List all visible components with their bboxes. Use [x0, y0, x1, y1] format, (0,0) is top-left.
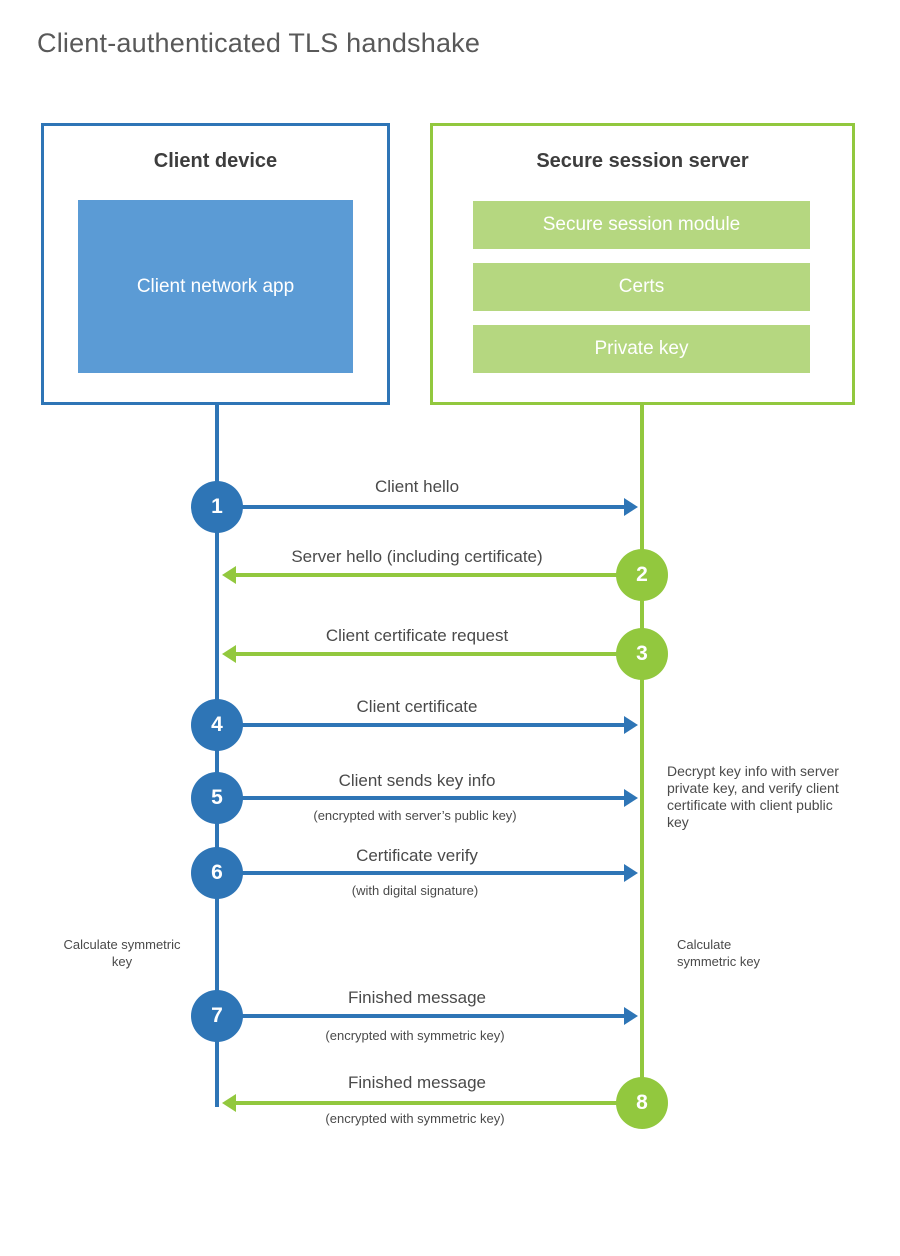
- step-2-badge: 2: [616, 549, 668, 601]
- step-4-arrow: [218, 716, 638, 734]
- step-5-sublabel: (encrypted with server’s public key): [313, 808, 517, 823]
- step-8-arrow: [222, 1094, 642, 1112]
- step-5-label: Client sends key info: [338, 771, 496, 790]
- step-1-badge: 1: [191, 481, 243, 533]
- server-module-secure-session: Secure session module: [473, 201, 810, 249]
- step-2-arrow: [222, 566, 642, 584]
- server-title: Secure session server: [536, 150, 749, 172]
- step-1-label: Client hello: [374, 477, 460, 496]
- client-lifeline: [215, 405, 219, 1107]
- arrow-head-icon: [222, 566, 236, 584]
- client-device-box: Client device Client network app: [41, 123, 390, 405]
- arrow-head-icon: [624, 498, 638, 516]
- step-4-label: Client certificate: [356, 697, 478, 716]
- step-6-sublabel: (with digital signature): [351, 883, 479, 898]
- server-module-certs: Certs: [473, 263, 810, 311]
- step-5-arrow: [218, 789, 638, 807]
- step-8-sublabel: (encrypted with symmetric key): [325, 1111, 505, 1126]
- arrow-head-icon: [222, 645, 236, 663]
- secure-session-server-box: Secure session server Secure session mod…: [430, 123, 855, 405]
- step-4-badge: 4: [191, 699, 243, 751]
- arrow-head-icon: [624, 789, 638, 807]
- server-lifeline: [640, 405, 644, 1105]
- arrow-head-icon: [624, 1007, 638, 1025]
- step-3-label: Client certificate request: [325, 626, 509, 645]
- calculate-symmetric-key-note-server: Calculate symmetric key: [677, 937, 761, 969]
- client-device-title: Client device: [153, 150, 278, 172]
- client-network-app-box: Client network app: [78, 200, 353, 373]
- step-7-sublabel: (encrypted with symmetric key): [325, 1028, 505, 1043]
- step-3-arrow: [222, 645, 642, 663]
- page-title: Client-authenticated TLS handshake: [37, 28, 481, 58]
- decrypt-note: Decrypt key info with server private key…: [667, 763, 839, 830]
- arrow-head-icon: [222, 1094, 236, 1112]
- step-6-badge: 6: [191, 847, 243, 899]
- calculate-symmetric-key-note-client: Calculate symmetric key: [63, 937, 181, 969]
- step-7-label: Finished message: [348, 988, 486, 1007]
- step-6-label: Certificate verify: [356, 846, 478, 865]
- step-8-badge: 8: [616, 1077, 668, 1129]
- step-6-arrow: [218, 864, 638, 882]
- server-module-private-key: Private key: [473, 325, 810, 373]
- step-8-label: Finished message: [348, 1073, 486, 1092]
- step-7-arrow: [218, 1007, 638, 1025]
- step-3-badge: 3: [616, 628, 668, 680]
- arrow-head-icon: [624, 716, 638, 734]
- step-5-badge: 5: [191, 772, 243, 824]
- arrow-head-icon: [624, 864, 638, 882]
- step-1-arrow: [218, 498, 638, 516]
- step-7-badge: 7: [191, 990, 243, 1042]
- step-2-label: Server hello (including certificate): [291, 547, 543, 566]
